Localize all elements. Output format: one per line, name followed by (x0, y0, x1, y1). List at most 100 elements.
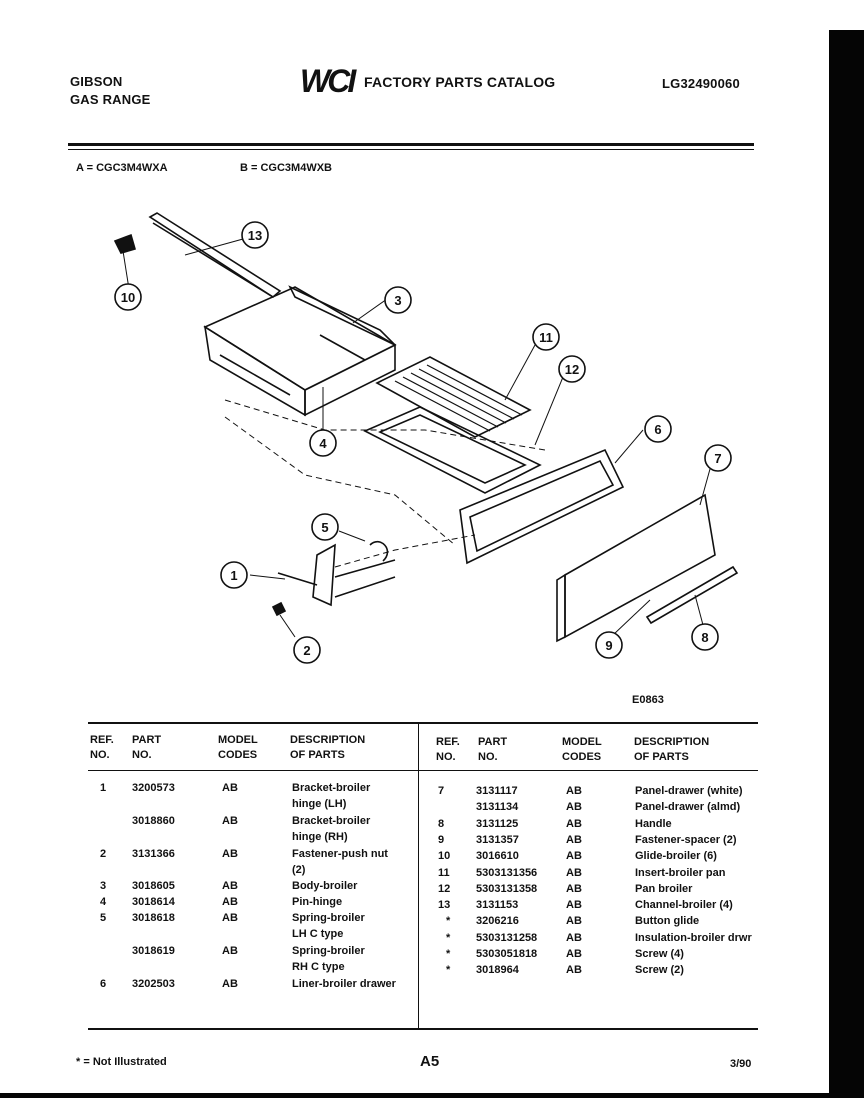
wci-logo: WCI (300, 63, 358, 96)
model-codes: AB (566, 817, 582, 830)
part-description: Body-broiler (292, 880, 358, 892)
part-number: 3131357 (476, 833, 519, 846)
ref-number: * (446, 915, 451, 928)
part-description: (2) (292, 864, 306, 876)
callout-5: 5 (311, 513, 339, 541)
ref-number: 10 (438, 850, 451, 863)
model-b: B = CGC3M4WXB (240, 162, 332, 174)
part-number: 3206216 (476, 915, 519, 928)
model-codes: AB (222, 782, 238, 794)
table-divider (418, 724, 419, 1028)
model-codes: AB (222, 880, 238, 892)
ref-number: 2 (100, 848, 107, 860)
channel-broiler-part (148, 212, 282, 298)
header-rule-thin (68, 149, 754, 150)
model-codes: AB (566, 866, 582, 879)
svg-text:13: 13 (248, 228, 262, 243)
catalog-title: FACTORY PARTS CATALOG (364, 74, 556, 90)
model-codes: AB (566, 801, 582, 814)
leader-lines (122, 238, 711, 638)
broiler-insert-part (375, 356, 532, 438)
part-description: Pin-hinge (292, 896, 343, 908)
model-codes: AB (222, 945, 238, 957)
part-description: Glide-broiler (6) (635, 850, 717, 863)
part-description: hinge (LH) (292, 798, 347, 810)
svg-text:8: 8 (701, 630, 708, 645)
model-codes: AB (566, 850, 582, 863)
scan-border-bottom (0, 1093, 864, 1098)
col-ref-right: REF.NO. (436, 736, 460, 763)
svg-text:2: 2 (303, 643, 310, 658)
svg-text:6: 6 (654, 422, 661, 437)
part-number: 3131117 (476, 785, 518, 797)
part-number: 3131366 (132, 848, 175, 860)
part-description: Handle (635, 817, 672, 830)
part-description: Button glide (635, 915, 700, 928)
part-description: Channel-broiler (4) (635, 899, 733, 912)
ref-number: 8 (438, 817, 445, 830)
dashed-guides (224, 399, 546, 568)
table-header-rule (88, 770, 758, 771)
callout-11: 11 (532, 323, 560, 351)
push-nut-part (271, 601, 287, 617)
part-description: Insulation-broiler drwr (635, 931, 752, 944)
exploded-parts-diagram: 13 10 3 11 12 4 6 7 5 1 2 9 8 (113, 212, 739, 664)
model-codes: AB (566, 899, 582, 912)
footer-note: * = Not Illustrated (76, 1056, 167, 1068)
scan-border-right (829, 30, 864, 1098)
part-description: hinge (RH) (292, 831, 348, 843)
ref-number: 12 (438, 882, 451, 895)
callout-9: 9 (595, 631, 623, 659)
part-number: 5303131356 (476, 866, 538, 879)
ref-number: 3 (100, 880, 107, 892)
part-description: Bracket-broiler (292, 782, 371, 794)
ref-number: * (446, 931, 451, 944)
logo-text: WCI (300, 63, 357, 96)
svg-text:5: 5 (321, 520, 328, 535)
drawer-panel-part (556, 493, 716, 643)
catalog-code: LG32490060 (662, 76, 740, 91)
header-rule-thick (68, 143, 754, 146)
model-codes: AB (222, 815, 238, 827)
part-number: 3018614 (132, 896, 175, 908)
part-number: 3018618 (132, 912, 175, 924)
part-number: 3018860 (132, 815, 175, 827)
ref-number: * (446, 964, 451, 977)
model-codes: AB (222, 978, 238, 990)
model-codes: AB (566, 882, 582, 895)
part-description: Liner-broiler drawer (292, 978, 396, 990)
svg-text:1: 1 (230, 568, 237, 583)
model-codes: AB (566, 833, 582, 846)
part-description: Bracket-broiler (292, 815, 371, 827)
model-codes: AB (566, 915, 582, 928)
broiler-pan-part (363, 406, 542, 494)
part-description: Fastener-spacer (2) (635, 833, 737, 846)
drawer-liner-part (459, 448, 625, 565)
callout-13: 13 (241, 221, 269, 249)
model-codes: AB (566, 785, 582, 797)
svg-text:9: 9 (605, 638, 612, 653)
ref-number: 9 (438, 833, 445, 846)
diagram-code: E0863 (632, 694, 664, 706)
callout-1: 1 (220, 561, 248, 589)
callout-2: 2 (293, 636, 321, 664)
part-number: 3131125 (476, 817, 519, 830)
model-codes: AB (222, 896, 238, 908)
hinge-bracket-part (277, 540, 396, 607)
callout-12: 12 (558, 355, 586, 383)
model-codes: AB (566, 931, 582, 944)
ref-number: 5 (100, 912, 107, 924)
part-description: Screw (4) (635, 948, 684, 960)
revision-date: 3/90 (730, 1058, 752, 1070)
broiler-body-part (203, 285, 397, 417)
ref-number: * (446, 948, 451, 960)
part-description: RH C type (292, 961, 345, 973)
part-number: 5303051818 (476, 948, 538, 960)
ref-number: 7 (438, 785, 445, 797)
ref-number: 4 (100, 896, 107, 908)
part-description: Fastener-push nut (292, 848, 388, 860)
part-description: Pan broiler (635, 882, 693, 895)
